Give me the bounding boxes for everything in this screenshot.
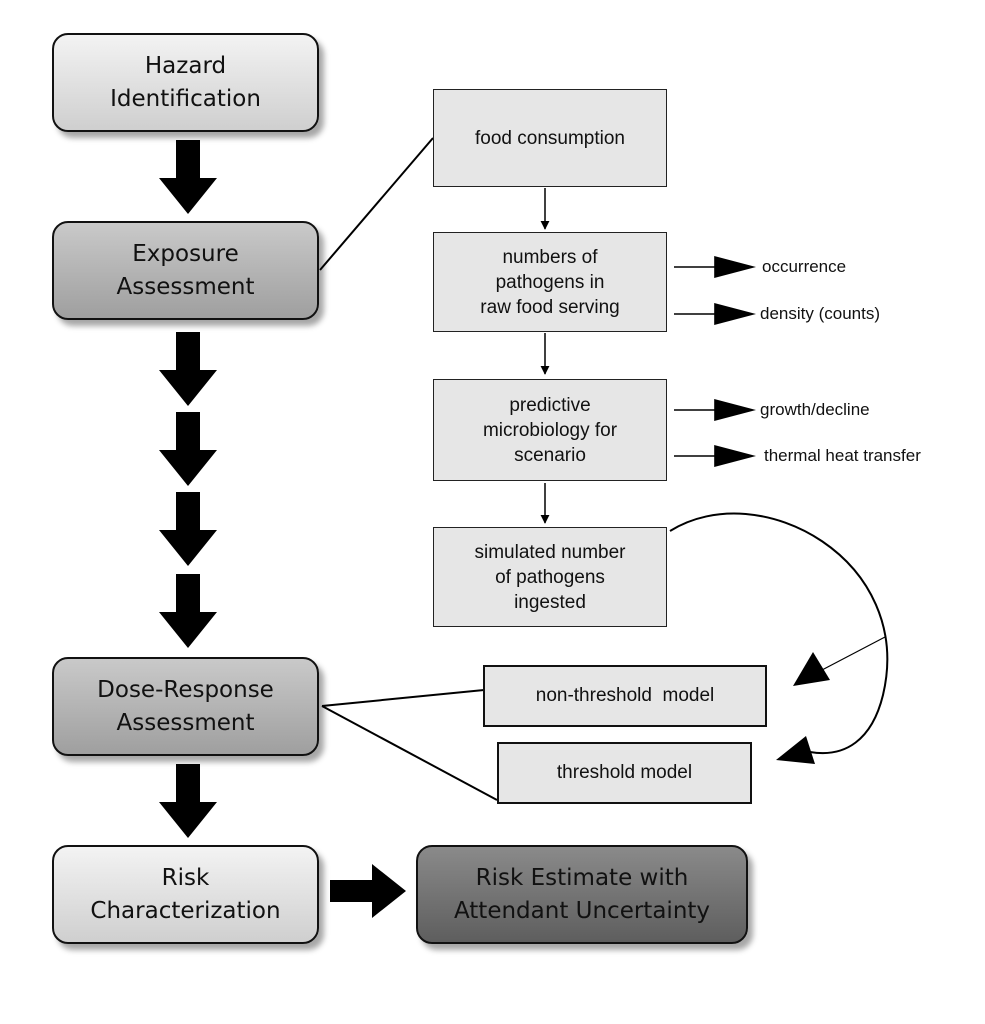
- growth-decline-label: growth/decline: [760, 400, 870, 419]
- risk-estimate-line-2: Attendant Uncertainty: [453, 897, 711, 924]
- dose-connector-lower: [321, 705, 498, 801]
- food-consumption-label: food consumption: [475, 127, 625, 149]
- pathogen-numbers-line-1: numbers of: [502, 246, 598, 268]
- predictive-microbiology-box: predictive microbiology for scenario: [433, 379, 667, 481]
- non-threshold-model-label: non-threshold model: [535, 685, 715, 706]
- simulated-ingested-line-3: ingested: [514, 591, 586, 613]
- hazard-identification-line-2: Identification: [110, 85, 261, 112]
- thermal-heat-transfer-label: thermal heat transfer: [764, 446, 921, 465]
- block-arrow-down: [159, 140, 217, 214]
- block-arrow-down: [159, 764, 217, 838]
- risk-characterization-line-1: Risk: [161, 864, 210, 891]
- dose-response-assessment-box: Dose-Response Assessment: [52, 657, 319, 756]
- simulated-ingested-box: simulated number of pathogens ingested: [433, 527, 667, 627]
- predictive-microbiology-line-1: predictive: [509, 394, 591, 416]
- branch-line-non-threshold: [821, 636, 886, 671]
- pathogen-numbers-box: numbers of pathogens in raw food serving: [433, 232, 667, 332]
- dose-response-line-2: Assessment: [116, 709, 255, 736]
- hazard-identification-line-1: Hazard: [144, 52, 227, 79]
- block-arrow-down: [159, 412, 217, 486]
- pathogen-numbers-line-3: raw food serving: [480, 296, 620, 318]
- occurrence-label: occurrence: [762, 257, 847, 276]
- pathogen-numbers-line-2: pathogens in: [495, 271, 605, 293]
- dose-response-line-1: Dose-Response: [97, 676, 274, 703]
- exposure-assessment-box: Exposure Assessment: [52, 221, 319, 320]
- risk-characterization-line-2: Characterization: [90, 897, 281, 924]
- block-arrow-down: [159, 574, 217, 648]
- exposure-assessment-line-2: Assessment: [116, 273, 255, 300]
- simulated-ingested-line-2: of pathogens: [495, 566, 605, 588]
- risk-characterization-box: Risk Characterization: [52, 845, 319, 944]
- block-arrow-down: [159, 332, 217, 406]
- simulated-ingested-line-1: simulated number: [474, 541, 626, 563]
- density-label: density (counts): [760, 304, 880, 323]
- risk-estimate-box: Risk Estimate with Attendant Uncertainty: [416, 845, 748, 944]
- predictive-microbiology-line-2: microbiology for: [482, 419, 618, 441]
- block-arrow-right: [330, 864, 406, 918]
- hazard-identification-box: Hazard Identification: [52, 33, 319, 132]
- exposure-assessment-line-1: Exposure: [132, 240, 239, 267]
- non-threshold-model-box: non-threshold model: [483, 665, 767, 727]
- food-consumption-box: food consumption: [433, 89, 667, 187]
- curved-arrowhead-threshold: [776, 736, 815, 764]
- curved-arrowhead-non-threshold: [793, 652, 830, 686]
- dose-connector-upper: [321, 689, 485, 707]
- curved-arrow-to-models: [669, 512, 889, 755]
- threshold-model-box: threshold model: [497, 742, 752, 804]
- risk-estimate-line-1: Risk Estimate with: [475, 864, 689, 891]
- block-arrow-down: [159, 492, 217, 566]
- exposure-connector-line: [319, 137, 434, 271]
- predictive-microbiology-line-3: scenario: [514, 444, 586, 466]
- threshold-model-label: threshold model: [556, 762, 693, 783]
